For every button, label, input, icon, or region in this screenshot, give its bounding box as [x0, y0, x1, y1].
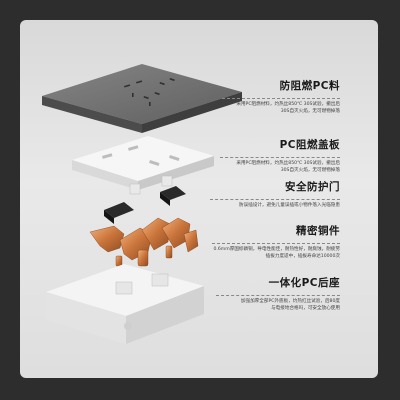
feature-desc: 采用PC阻燃材料，灼热丝850℃ 30S试验，撤出后 30S自灭火焰，无可燃物掉…: [236, 161, 340, 173]
faceplate-image: [42, 64, 242, 133]
product-card: 防阻燃PC料 采用PC阻燃材料，灼热丝850℃ 30S试验，撤出后 30S自灭火…: [20, 20, 378, 378]
feature-copper-parts: 精密铜件 0.6mm厚国标磷铜，导电性能佳，耐热性好，耐腐蚀，耐疲劳 插拔力度适…: [213, 223, 340, 260]
feature-desc: 采用PC阻燃材料，灼热丝850℃ 30S试验，撤出后 30S自灭火焰，无可燃物掉…: [236, 102, 340, 114]
feature-title: 一体化PC后座: [268, 277, 340, 289]
exploded-socket-illustration: [42, 64, 242, 344]
copper-contacts-image: [89, 217, 199, 267]
cover-plate-image: [72, 136, 214, 195]
feature-desc: 加强加厚全部PC外底板，灼热红丝试验，后80度 与电接地合格吗，可安全放心使用: [240, 299, 340, 311]
back-base-image: [46, 264, 204, 344]
feature-back-base: 一体化PC后座 加强加厚全部PC外底板，灼热红丝试验，后80度 与电接地合格吗，…: [241, 275, 340, 312]
feature-cover-plate: PC阻燃盖板 采用PC阻燃材料，灼热丝850℃ 30S试验，撤出后 30S自灭火…: [236, 137, 340, 174]
feature-title: 防阻燃PC料: [279, 80, 340, 92]
feature-desc: 防误插设计，避免儿童误插或小物件落入光临隐患: [238, 203, 340, 208]
feature-safety-shutter: 安全防护门 防误插设计，避免儿童误插或小物件落入光临隐患: [239, 179, 340, 209]
feature-desc: 0.6mm厚国标磷铜，导电性能佳，耐热性好，耐腐蚀，耐疲劳 插拔力度适中，插拔寿…: [213, 247, 340, 259]
leader-line: [216, 295, 340, 296]
leader-line: [220, 157, 340, 158]
feature-flame-retardant: 防阻燃PC料 采用PC阻燃材料，灼热丝850℃ 30S试验，撤出后 30S自灭火…: [236, 78, 340, 115]
leader-line: [222, 98, 340, 99]
feature-title: PC阻燃盖板: [279, 139, 340, 151]
feature-title: 安全防护门: [285, 181, 340, 193]
feature-title: 精密铜件: [296, 225, 340, 237]
leader-line: [212, 243, 340, 244]
leader-line: [210, 199, 340, 200]
shutter-image: [104, 186, 186, 224]
